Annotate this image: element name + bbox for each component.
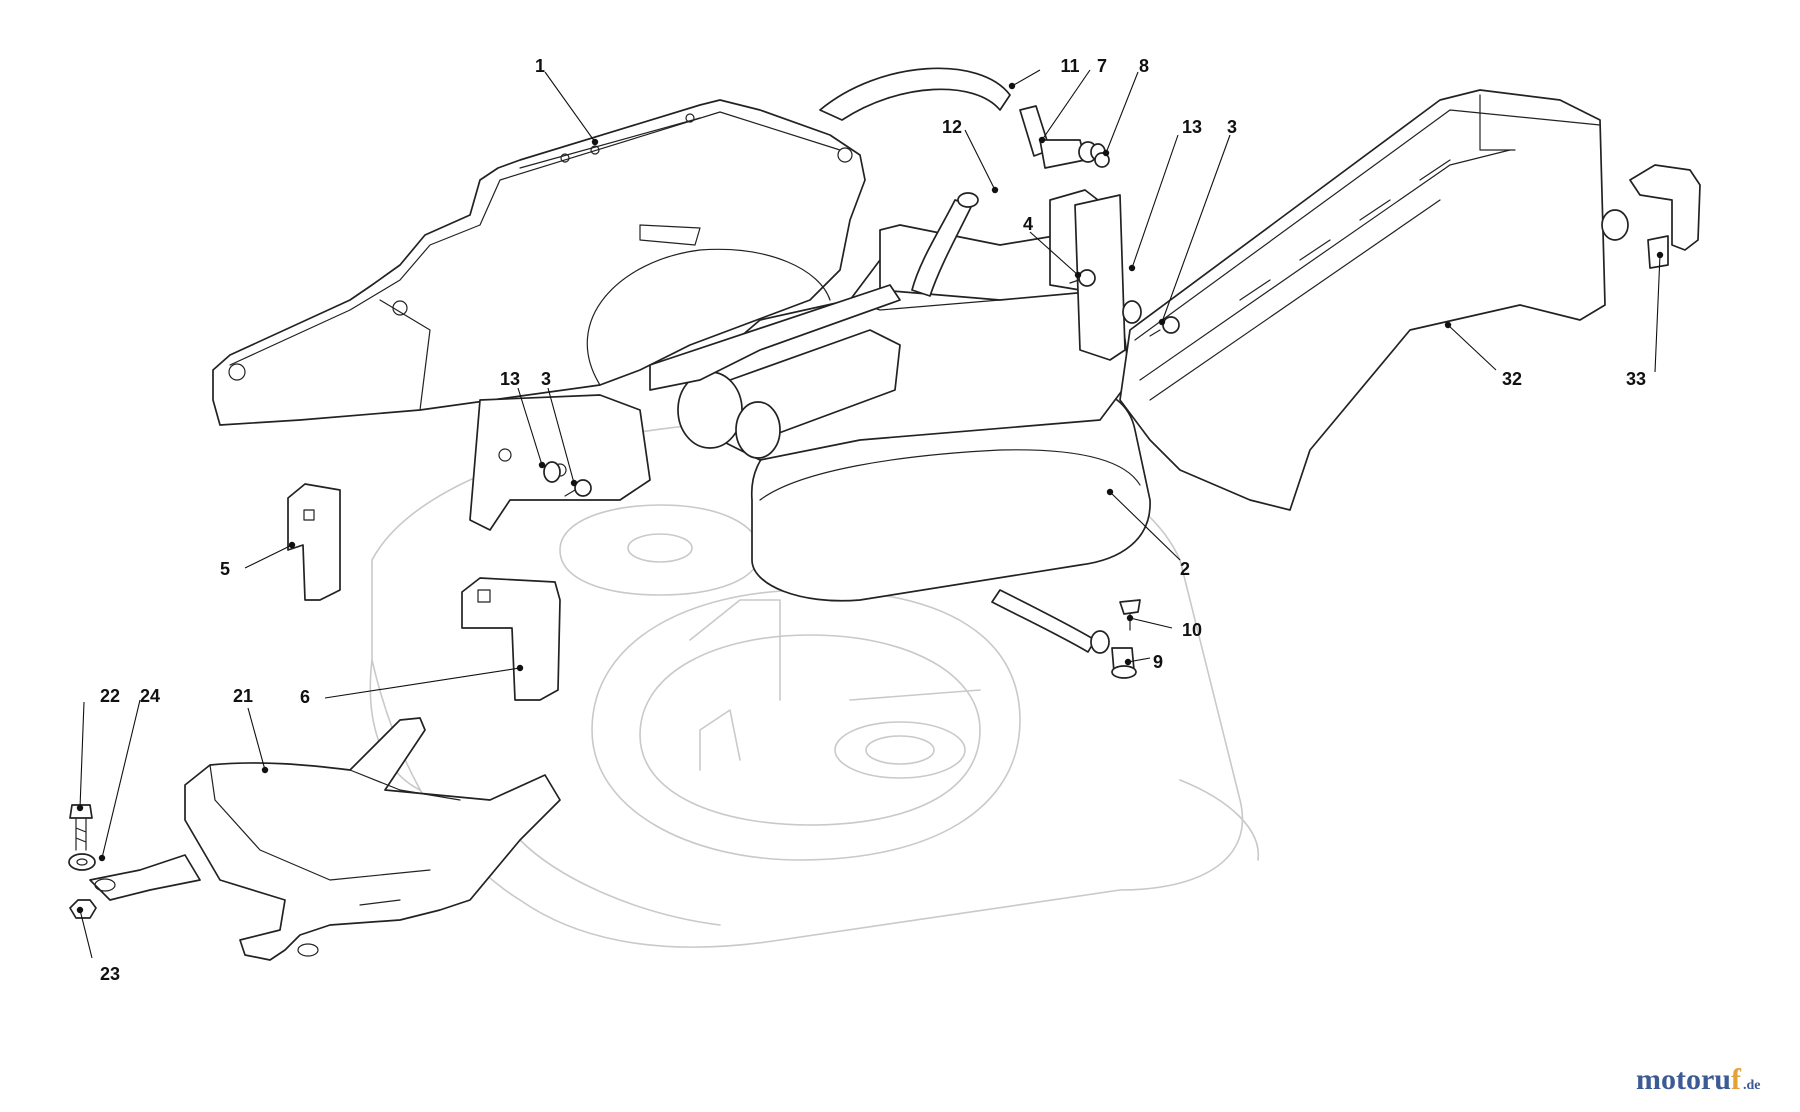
callout-23: 23: [100, 964, 120, 984]
callout-9: 9: [1153, 652, 1163, 672]
callout-8: 8: [1139, 56, 1149, 76]
callout-24: 24: [140, 686, 160, 706]
callout-12: 12: [942, 117, 962, 137]
callout-3a: 3: [1227, 117, 1237, 137]
callout-13a: 13: [1182, 117, 1202, 137]
part-33-clip: [1629, 164, 1701, 269]
fasteners: [543, 269, 1180, 497]
part-21-guard: [89, 717, 561, 961]
watermark-main: motoru: [1636, 1063, 1731, 1096]
callout-33: 33: [1626, 369, 1646, 389]
callout-4: 4: [1023, 214, 1033, 234]
part-5-bracket: [287, 483, 341, 601]
callout-13b: 13: [500, 369, 520, 389]
callout-32: 32: [1502, 369, 1522, 389]
part-2-chute-body: [469, 189, 1151, 602]
callout-21: 21: [233, 686, 253, 706]
callout-6: 6: [300, 687, 310, 707]
part-1-frame: [212, 99, 866, 426]
callout-5: 5: [220, 559, 230, 579]
bolt-washer-nut: [68, 804, 97, 919]
mower-deck-ghost: [369, 419, 1260, 948]
callout-3b: 3: [541, 369, 551, 389]
callout-labels: 1 2 3 3 4 5 6 7 8 9 10 11 12 13 13 21 22…: [100, 56, 1646, 984]
callout-7: 7: [1097, 56, 1107, 76]
callout-10: 10: [1182, 620, 1202, 640]
callout-11: 11: [1060, 56, 1079, 76]
callout-2: 2: [1180, 559, 1190, 579]
callout-1: 1: [535, 56, 545, 76]
watermark-accent: f: [1730, 1063, 1741, 1096]
watermark-tld: .de: [1742, 1078, 1761, 1093]
callout-22: 22: [100, 686, 120, 706]
hose-assembly: [819, 67, 1141, 679]
leader-lines: [76, 69, 1664, 959]
motoruf-watermark: motoruf.de: [1636, 1060, 1760, 1100]
part-32-rail: [1119, 89, 1629, 511]
part-6-bracket: [461, 577, 561, 701]
